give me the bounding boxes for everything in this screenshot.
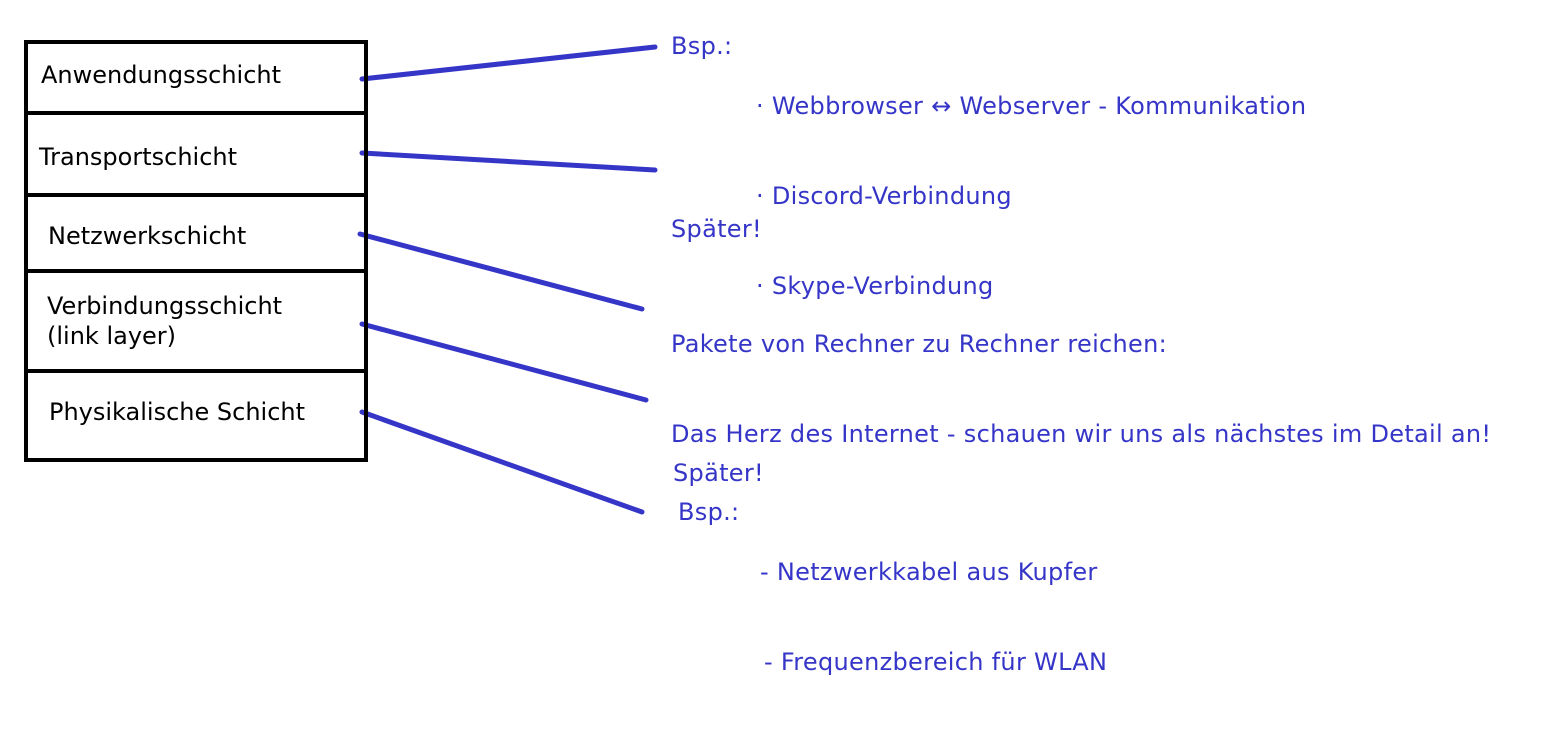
layer-application: Anwendungsschicht (28, 44, 364, 115)
note-transport: Später! (671, 154, 762, 274)
note-transport-text: Später! (671, 215, 762, 243)
connector-physical (359, 409, 645, 515)
note-physical-line-2: - Frequenzbereich für WLAN (764, 648, 1108, 676)
layer-transport-label: Transportschicht (39, 143, 238, 171)
connector-lines (357, 44, 658, 515)
note-link: Später! (673, 398, 764, 518)
note-network-line-1: Pakete von Rechner zu Rechner reichen: (671, 330, 1168, 358)
connector-transport (359, 150, 658, 173)
note-network-line-2: Das Herz des Internet - schauen wir uns … (671, 420, 1492, 448)
note-application-line-3: · Skype-Verbindung (756, 272, 994, 300)
note-physical-line-1: - Netzwerkkabel aus Kupfer (760, 558, 1098, 586)
layer-link-label: Verbindungsschicht (47, 292, 283, 320)
note-network: Pakete von Rechner zu Rechner reichen: D… (671, 269, 1491, 479)
layer-transport: Transportschicht (28, 115, 364, 197)
note-physical-prefix: Bsp.: (678, 498, 740, 526)
layer-link-sublabel: (link layer) (47, 322, 177, 350)
note-application-line-1: · Webbrowser ↔ Webserver - Kommunikation (756, 92, 1307, 120)
layer-network: Netzwerkschicht (28, 197, 364, 273)
connector-link (359, 321, 649, 403)
layer-network-label: Netzwerkschicht (48, 222, 247, 250)
note-application-prefix: Bsp.: (671, 32, 733, 60)
connector-network (357, 231, 645, 312)
layer-stack: Anwendungsschicht Transportschicht Netzw… (24, 40, 368, 462)
layer-physical-label: Physikalische Schicht (49, 398, 306, 426)
note-application-line-2: · Discord-Verbindung (756, 182, 1012, 210)
note-application: Bsp.: · Webbrowser ↔ Webserver - Kommuni… (671, 31, 1306, 300)
layer-link: Verbindungsschicht (link layer) (28, 273, 364, 373)
layer-application-label: Anwendungsschicht (41, 61, 282, 89)
layer-physical: Physikalische Schicht (28, 373, 364, 458)
note-link-text: Später! (673, 459, 764, 487)
connector-application (359, 44, 658, 82)
